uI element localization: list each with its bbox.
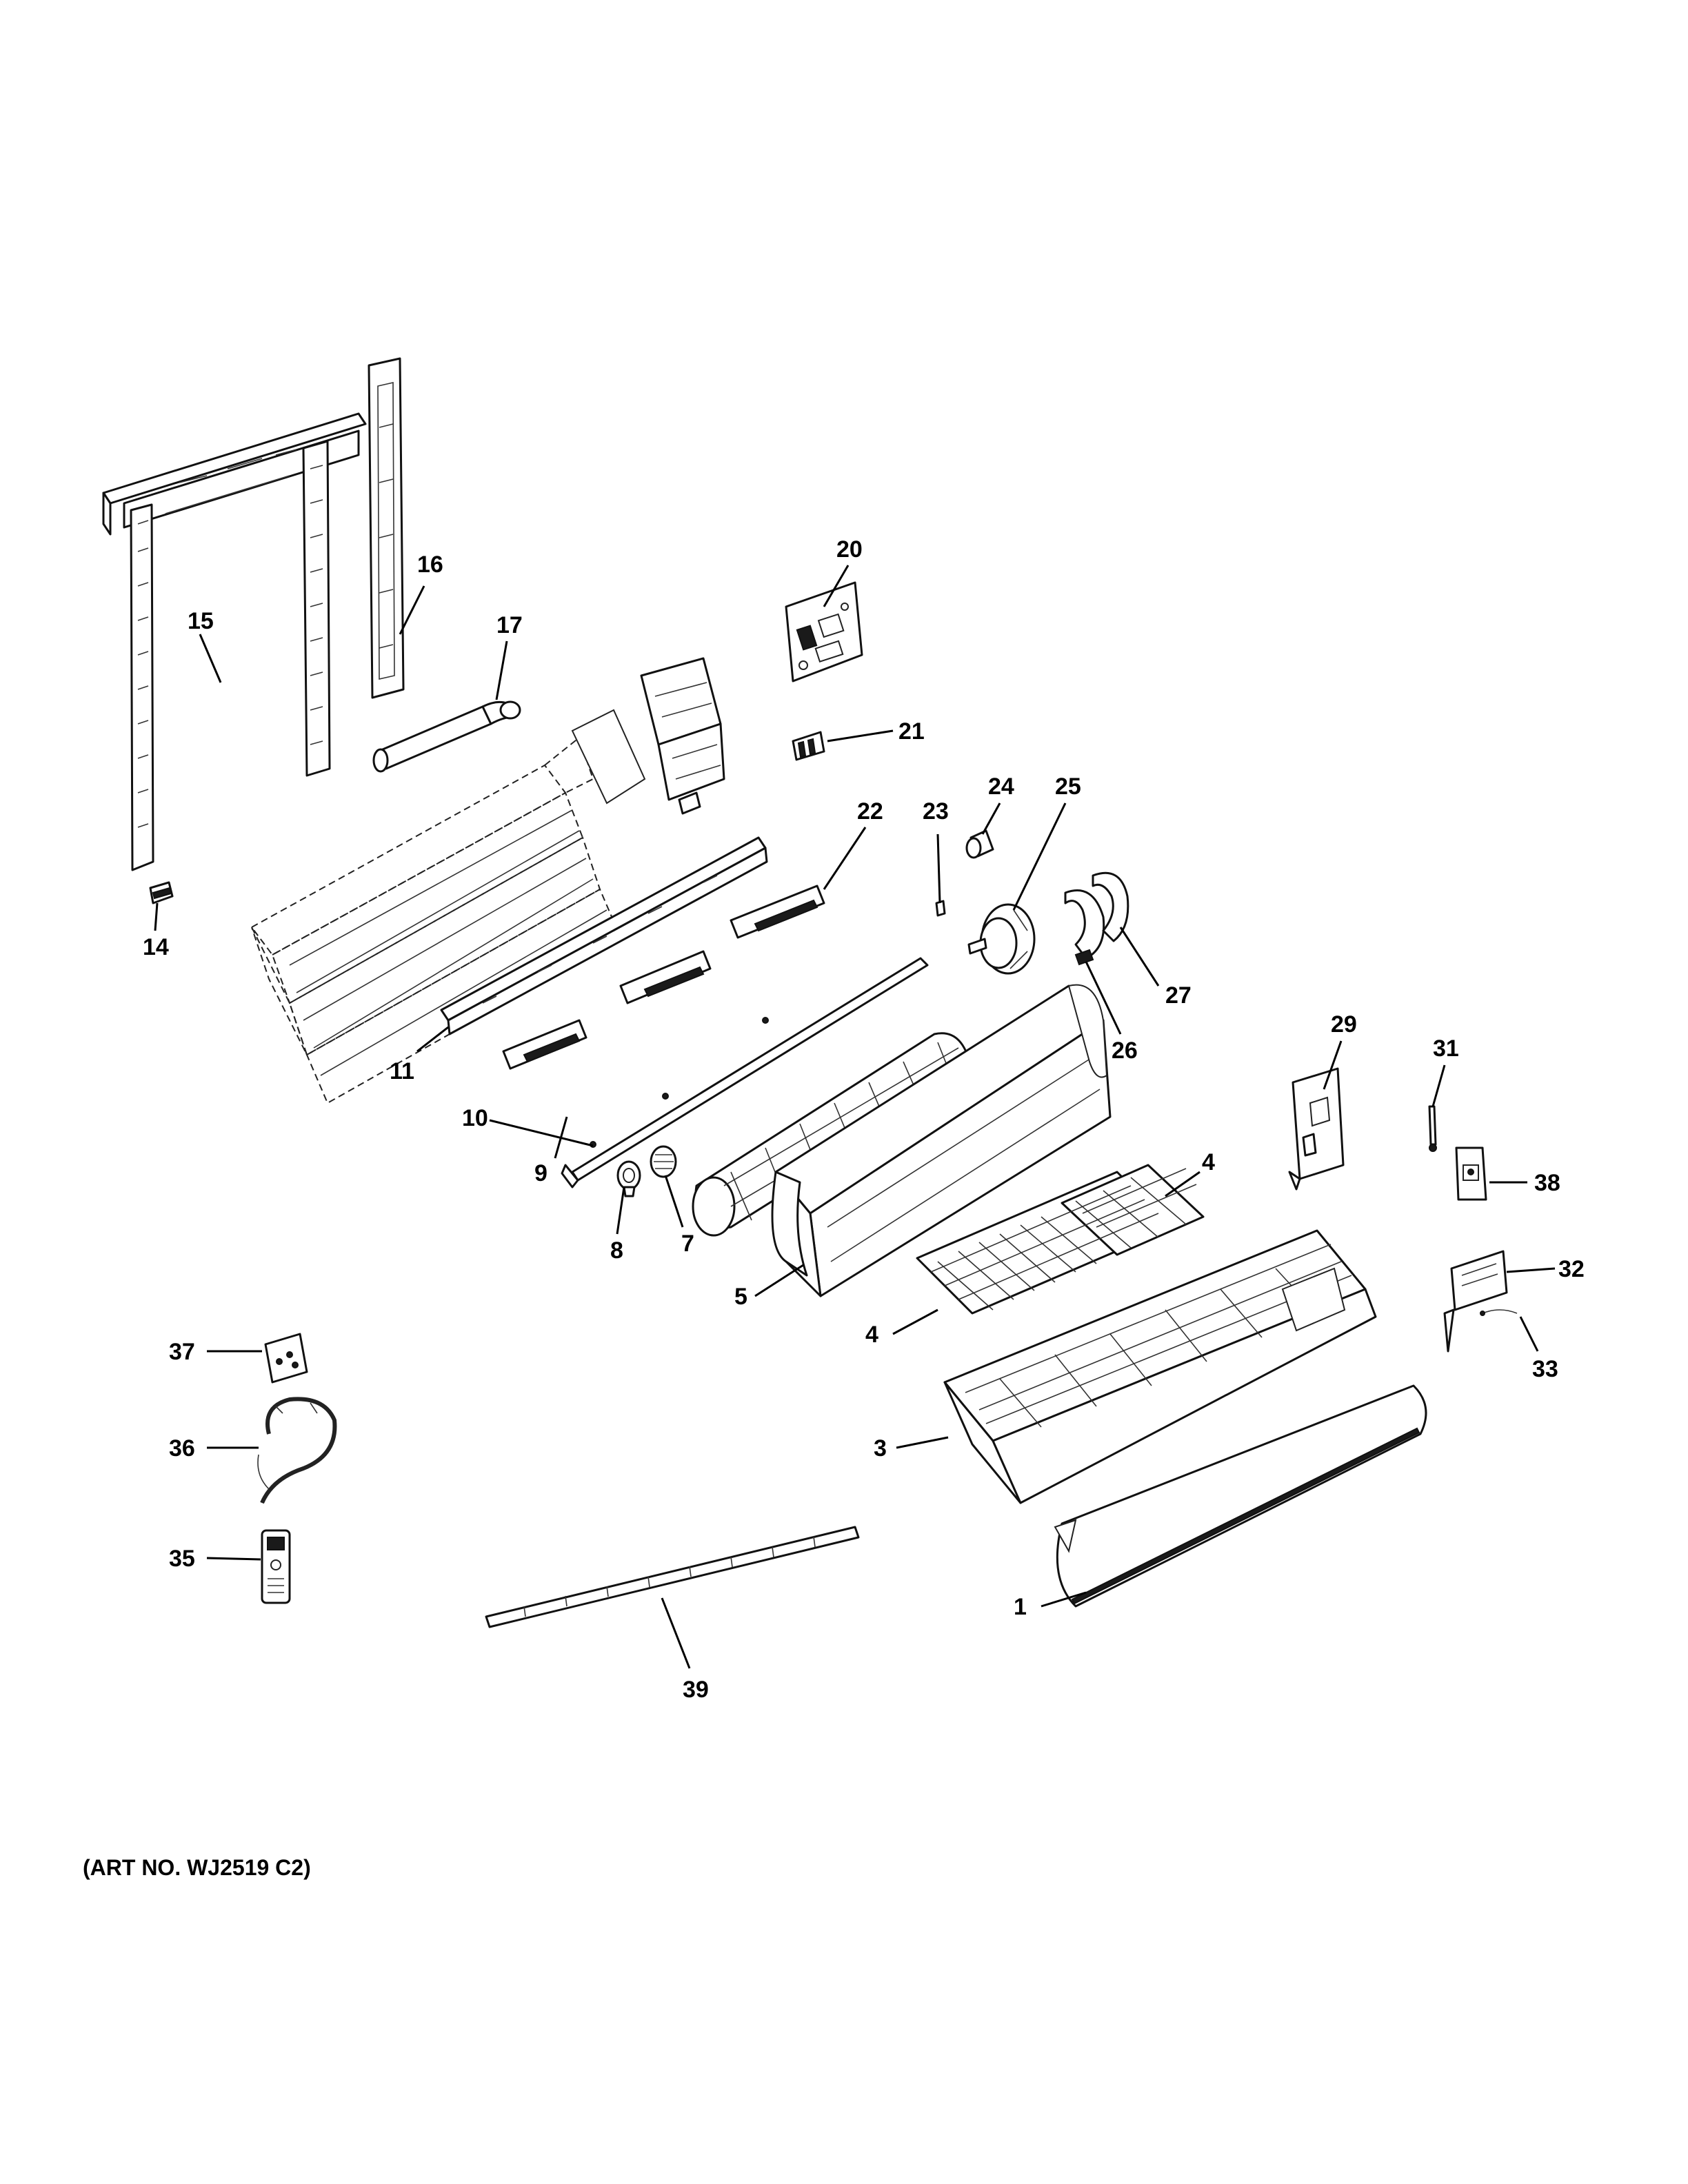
callout-17: 17	[496, 612, 523, 638]
part-29-electrical-cover	[1288, 1067, 1345, 1191]
part-15-mounting-plate	[102, 412, 367, 871]
callout-23: 23	[923, 798, 949, 825]
callout-24: 24	[988, 774, 1014, 800]
part-38-accessory-pack	[1455, 1146, 1487, 1201]
part-25-fan-motor	[967, 903, 1036, 975]
part-23-clip	[935, 900, 946, 917]
callout-labels: 15 16 17 20 21 22 23 24 25 14 27 26 11 2…	[143, 536, 1585, 1703]
control-box	[640, 657, 725, 815]
part-14-drain-plug	[149, 881, 174, 904]
part-8-bearing-sleeve	[616, 1160, 641, 1197]
callout-5: 5	[734, 1284, 747, 1310]
callout-39: 39	[683, 1677, 709, 1703]
part-39-horizontal-louver	[485, 1526, 860, 1628]
part-21-terminal-block	[792, 731, 825, 761]
callout-16: 16	[417, 552, 443, 578]
callout-37: 37	[169, 1339, 195, 1365]
part-37-screw-bag	[264, 1333, 308, 1384]
callout-20: 20	[836, 536, 863, 563]
callout-29: 29	[1331, 1011, 1357, 1038]
part-22-louver-assembly	[440, 836, 825, 1070]
callout-4-upper: 4	[1202, 1149, 1215, 1175]
part-5-drain-pan-housing	[771, 984, 1112, 1297]
callout-1: 1	[1014, 1594, 1027, 1620]
callout-27: 27	[1165, 982, 1192, 1009]
part-35-remote-control	[261, 1529, 291, 1604]
callout-36: 36	[169, 1435, 195, 1462]
part-1-front-panel	[1054, 1384, 1427, 1608]
part-27-motor-clamp	[1092, 871, 1129, 942]
callout-38: 38	[1534, 1170, 1560, 1196]
callout-8: 8	[610, 1237, 623, 1264]
callout-22: 22	[857, 798, 883, 825]
part-20-control-board	[785, 581, 863, 682]
callout-11: 11	[390, 1058, 414, 1084]
callout-21: 21	[898, 718, 925, 745]
callout-9: 9	[534, 1160, 547, 1186]
callout-33: 33	[1532, 1356, 1558, 1382]
callout-10: 10	[462, 1105, 488, 1131]
part-9-10-guide-rail	[561, 957, 929, 1189]
part-24-bearing	[965, 829, 994, 859]
part-32-display-board	[1443, 1250, 1508, 1353]
callout-3: 3	[874, 1435, 887, 1462]
callout-7: 7	[681, 1231, 694, 1257]
callout-32: 32	[1558, 1256, 1585, 1282]
callout-35: 35	[169, 1546, 195, 1572]
callout-14: 14	[143, 934, 169, 960]
part-17-drain-hose	[372, 700, 521, 773]
callout-15: 15	[188, 608, 214, 634]
part-36-hose-coil	[257, 1397, 337, 1504]
callout-31: 31	[1433, 1035, 1459, 1062]
part-3-front-grille	[943, 1229, 1377, 1504]
callout-25: 25	[1055, 774, 1081, 800]
callout-4-lower: 4	[865, 1322, 878, 1348]
part-33-wire-harness	[1480, 1309, 1518, 1316]
part-31-sensor	[1428, 1105, 1437, 1152]
part-26-motor-clamp	[1064, 889, 1105, 966]
art-number-caption: (ART NO. WJ2519 C2)	[83, 1855, 311, 1880]
leader-lines	[154, 565, 1556, 1669]
callout-26: 26	[1112, 1038, 1138, 1064]
part-4-air-filter	[916, 1164, 1205, 1315]
blower-wheel	[692, 1032, 974, 1237]
part-7-coupling	[650, 1145, 677, 1178]
part-16-bracket	[368, 357, 405, 699]
part-11-evaporator	[250, 709, 646, 1104]
